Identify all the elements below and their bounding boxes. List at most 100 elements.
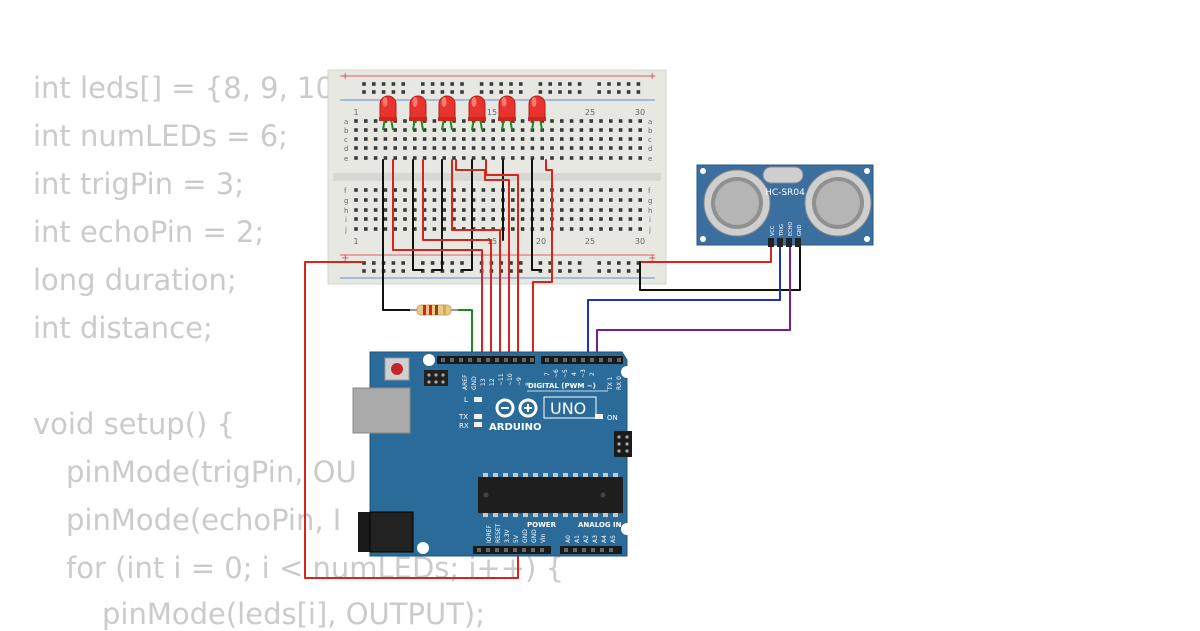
rail-hole [499,261,503,265]
breadboard-hole [422,227,427,231]
rail-hole [460,90,464,94]
breadboard-hole [481,128,486,132]
rail-hole [440,82,445,86]
rail-hole [489,90,494,94]
header-pin [600,548,604,552]
breadboard-hole [442,208,446,212]
chip-pin [533,513,538,517]
breadboard-hole [550,128,554,132]
breadboard-hole [354,188,358,192]
rail-hole [607,261,611,265]
rail-hole [548,269,552,273]
breadboard-hole [599,146,603,150]
sensor-pin [786,238,792,247]
breadboard-hole [618,217,623,221]
led [409,95,427,131]
power-header [473,546,551,554]
rail-hole [391,82,396,86]
breadboard-hole [413,137,417,141]
header-pin [545,358,549,362]
wire-gnd-led-4 [461,159,473,271]
row-letter: i [649,216,651,224]
breadboard-hole [511,208,515,212]
breadboard-hole [511,146,515,150]
rail-hole [568,90,572,94]
breadboard-hole [589,156,593,160]
breadboard-hole [520,128,525,132]
breadboard-hole [383,188,388,192]
power-header-label: POWER [527,521,557,529]
breadboard-hole [569,119,574,123]
rail-hole [558,269,562,273]
breadboard-hole [530,156,535,160]
row-letter: j [648,226,651,234]
breadboard-hole [599,198,603,202]
breadboard-hole [462,119,466,123]
reset-button-cap [391,363,403,375]
rail-hole [430,269,435,273]
breadboard-hole [471,156,476,160]
column-number: 20 [536,237,546,246]
arduino-brand-text: ARDUINO [489,422,541,433]
header-pin [468,358,472,362]
ultrasonic-sensor: HC-SR04 VCC TRIG ECHO GND [696,164,874,247]
row-letter: f [344,187,347,195]
pin-label: GND [471,376,478,390]
breadboard-hole [569,227,574,231]
breadboard-hole [609,208,613,212]
breadboard-hole [481,188,486,192]
analog-header-label: ANALOG IN [578,521,622,529]
pin-label: ~9 [516,377,523,386]
breadboard-hole [393,217,397,221]
led-tx-indicator [474,414,482,419]
wire-gnd-resistor [382,269,414,311]
breadboard-hole [638,119,642,123]
breadboard-hole [442,156,446,160]
breadboard-hole [511,188,515,192]
transducer-right [804,169,872,237]
breadboard-hole [432,156,437,160]
row-letter: h [344,207,348,215]
resistor [410,304,458,316]
rail-hole [626,269,631,273]
rail-hole [401,261,405,265]
row-letter: d [648,145,652,153]
rail-hole [509,90,513,94]
breadboard-hole [540,227,544,231]
code-line: pinMode(trigPin, OU [66,455,357,489]
breadboard-hole [589,188,593,192]
breadboard-hole [432,198,437,202]
rail-hole [440,269,445,273]
breadboard-hole [609,188,613,192]
column-number: 1 [353,237,358,246]
row-letter: g [648,197,652,205]
wire-green-gnd [454,309,473,361]
chip-pin [543,513,548,517]
breadboard-hole [403,128,407,132]
breadboard-hole [599,217,603,221]
pin-label: A5 [610,535,617,543]
breadboard-hole [540,188,544,192]
breadboard-hole [462,198,466,202]
rail-hole [577,82,582,86]
breadboard-hole [403,198,407,202]
breadboard-hole [530,137,535,141]
breadboard-hole [471,128,476,132]
breadboard-hole [354,119,358,123]
breadboard-hole [638,146,642,150]
breadboard-hole [569,156,574,160]
breadboard-hole [471,217,476,221]
breadboard-hole [422,198,427,202]
breadboard-hole [491,188,495,192]
chip-pin [553,513,558,517]
breadboard-hole [422,156,427,160]
header-pin [522,358,526,362]
breadboard-hole [432,119,437,123]
breadboard-hole [413,198,417,202]
breadboard-hole [520,227,525,231]
crystal-oscillator [762,166,804,184]
breadboard-hole [481,156,486,160]
rail-hole [558,82,562,86]
header-pin [609,548,613,552]
led [528,95,546,131]
